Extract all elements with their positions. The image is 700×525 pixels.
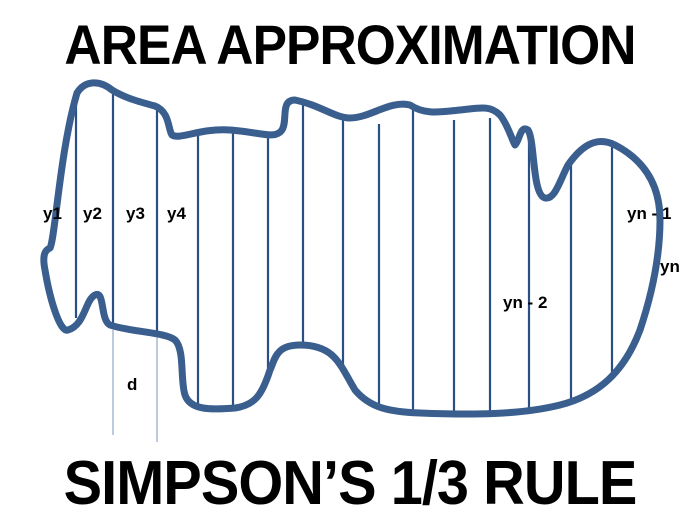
region-outline bbox=[40, 79, 664, 418]
label-y3: y3 bbox=[126, 204, 145, 223]
label-yn-minus-1: yn - 1 bbox=[627, 204, 671, 223]
label-y4: y4 bbox=[167, 204, 186, 223]
title-simpsons-rule: SIMPSON’S 1/3 RULE bbox=[63, 449, 638, 518]
label-yn-minus-2: yn - 2 bbox=[503, 293, 547, 312]
label-yn: yn bbox=[660, 257, 680, 276]
ordinates bbox=[74, 90, 614, 413]
spacing-guides bbox=[112, 330, 158, 442]
label-d: d bbox=[127, 375, 137, 394]
label-y2: y2 bbox=[83, 204, 102, 223]
title-area-approximation: AREA APPROXIMATION bbox=[64, 13, 636, 76]
label-y1: y1 bbox=[43, 204, 62, 223]
